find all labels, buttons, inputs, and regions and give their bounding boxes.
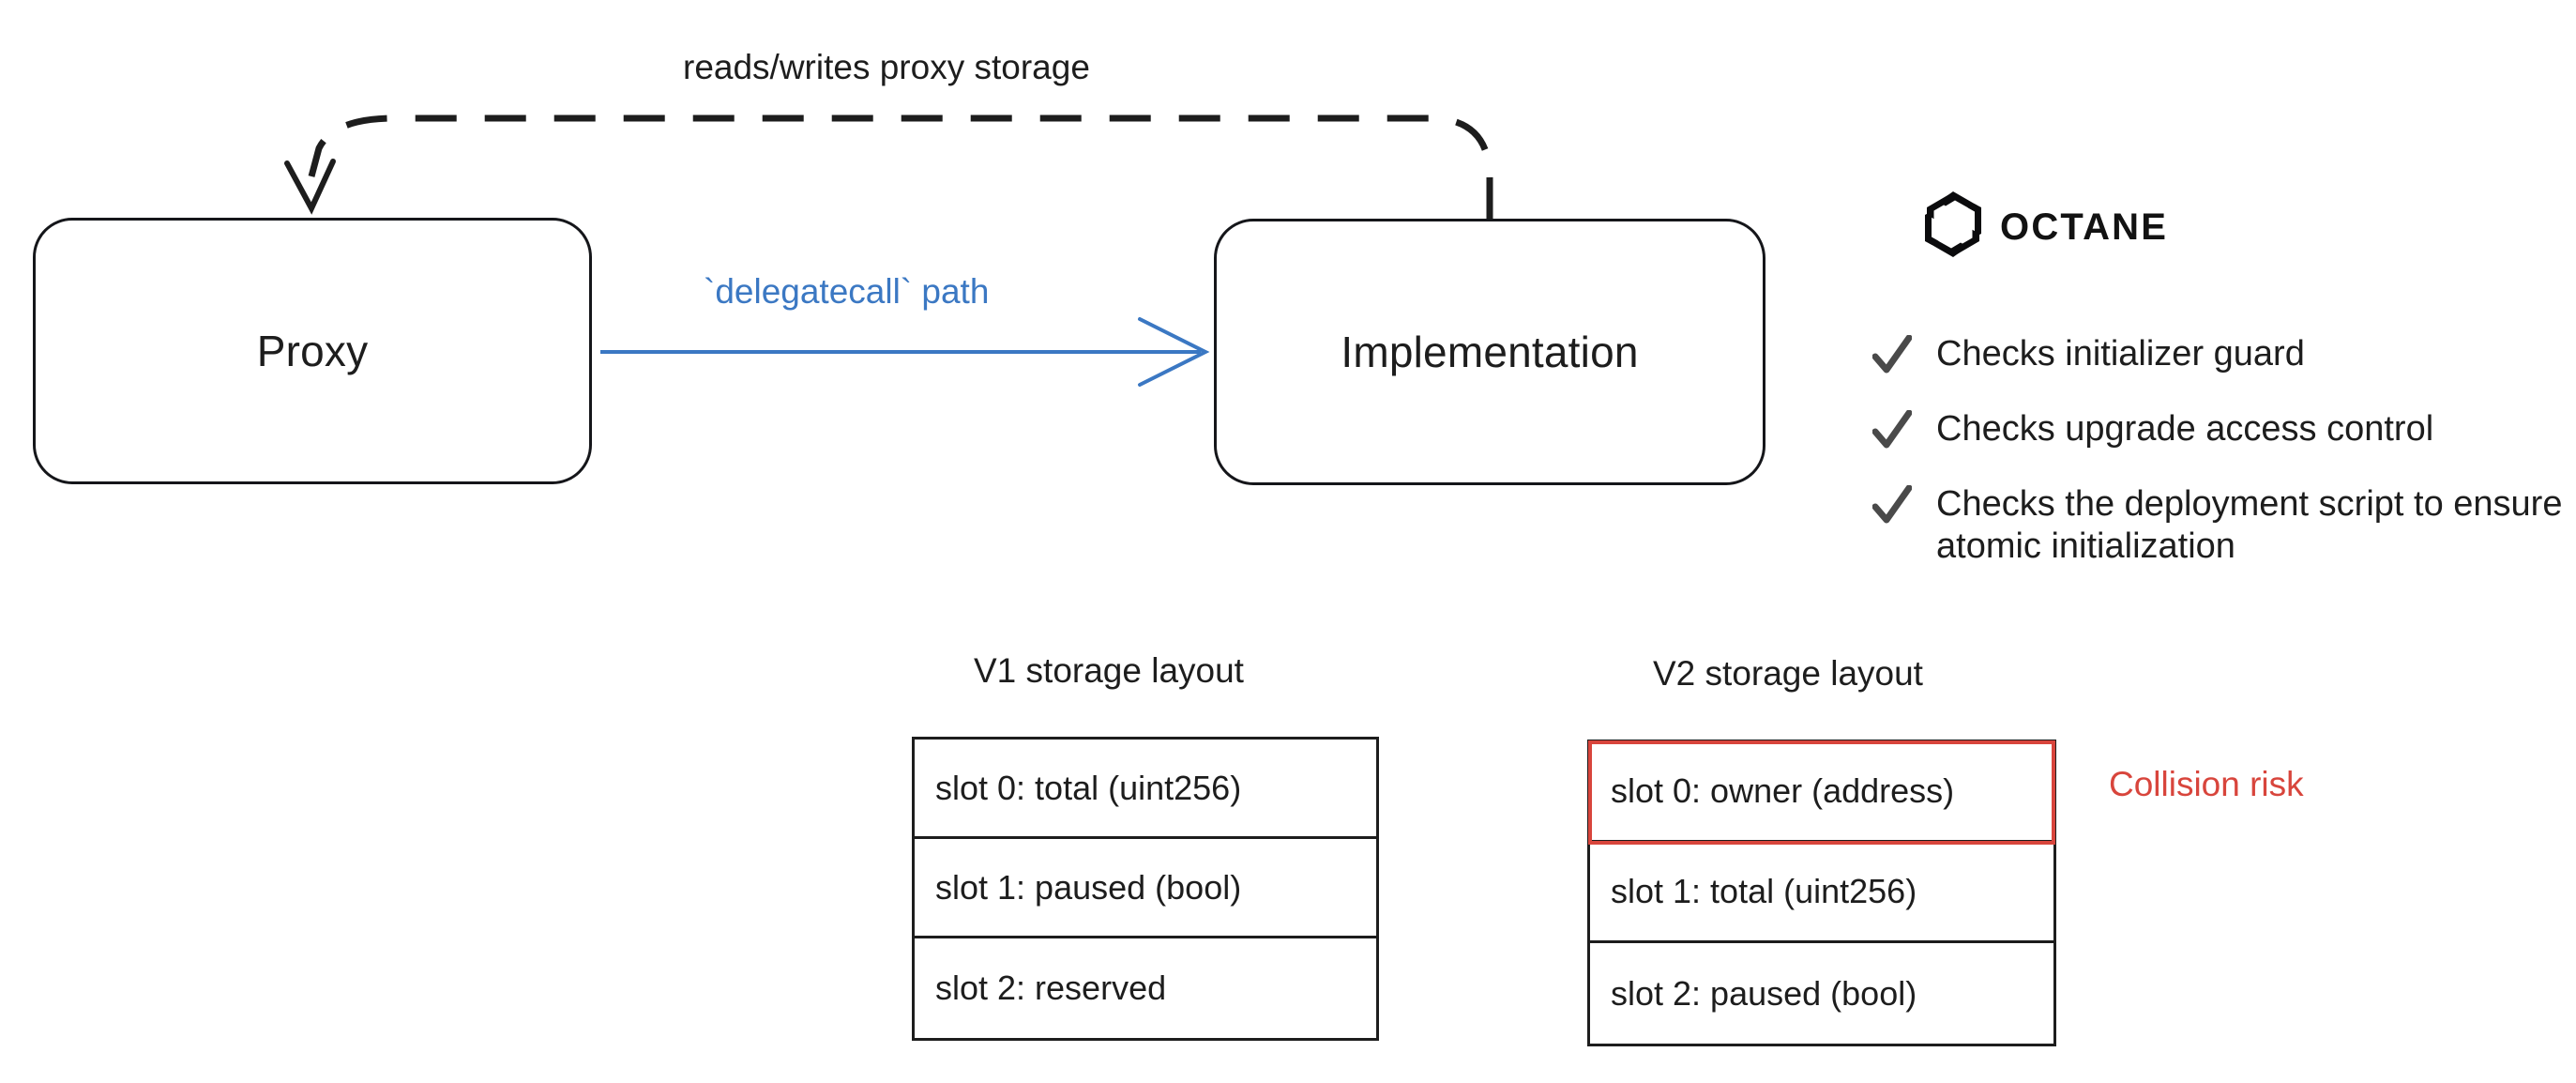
slot-row-highlighted: slot 0: owner (address)	[1588, 740, 2055, 845]
checklist-item-label: Checks initializer guard	[1936, 334, 2305, 374]
v1-storage-layout-title: V1 storage layout	[974, 651, 1244, 690]
brand-lockup: OCTANE	[1923, 191, 2168, 263]
check-mark-icon	[1871, 484, 1913, 526]
storage-edge-dashed-path	[308, 114, 1493, 219]
check-mark-icon	[1871, 334, 1913, 376]
checklist-item-label: Checks the deployment script to ensure a…	[1936, 484, 2563, 566]
node-proxy[interactable]: Proxy	[33, 218, 592, 484]
slot-row-label: slot 2: reserved	[935, 969, 1167, 1007]
slot-row: slot 2: reserved	[915, 938, 1376, 1038]
octane-hexagon-logo-icon	[1923, 191, 1983, 263]
v1-storage-layout-table: slot 0: total (uint256) slot 1: paused (…	[912, 737, 1379, 1041]
storage-edge-arrowhead-icon	[284, 159, 336, 215]
storage-edge-label: reads/writes proxy storage	[683, 48, 1090, 86]
v2-storage-layout-table: slot 0: owner (address) slot 1: total (u…	[1587, 740, 2056, 1046]
checklist-item: Checks upgrade access control	[1871, 408, 2567, 451]
check-mark-icon	[1871, 409, 1913, 451]
octane-wordmark: OCTANE	[2000, 206, 2169, 248]
slot-row-label: slot 0: total (uint256)	[935, 768, 1242, 807]
node-proxy-label: Proxy	[256, 327, 369, 375]
collision-risk-annotation: Collision risk	[2109, 765, 2304, 803]
slot-row: slot 1: total (uint256)	[1590, 843, 2053, 943]
slot-row-label: slot 1: paused (bool)	[935, 867, 1242, 907]
checklist-item-label: Checks upgrade access control	[1936, 409, 2434, 449]
slot-row-label: slot 1: total (uint256)	[1611, 872, 1917, 910]
slot-row-label: slot 0: owner (address)	[1611, 771, 1955, 810]
slot-row: slot 2: paused (bool)	[1590, 943, 2053, 1044]
checklist-item: Checks the deployment script to ensure a…	[1871, 483, 2567, 568]
node-implementation-label: Implementation	[1341, 328, 1639, 376]
delegatecall-edge-label: `delegatecall` path	[704, 272, 990, 311]
v2-storage-layout-title: V2 storage layout	[1653, 654, 1923, 693]
slot-row: slot 1: paused (bool)	[915, 839, 1376, 938]
checklist: Checks initializer guard Checks upgrade …	[1871, 333, 2567, 600]
slot-row: slot 0: total (uint256)	[915, 740, 1376, 839]
slot-row-label: slot 2: paused (bool)	[1611, 973, 1917, 1013]
delegatecall-edge-arrowhead-icon	[1138, 317, 1210, 387]
node-implementation[interactable]: Implementation	[1214, 219, 1765, 485]
checklist-item: Checks initializer guard	[1871, 333, 2567, 376]
